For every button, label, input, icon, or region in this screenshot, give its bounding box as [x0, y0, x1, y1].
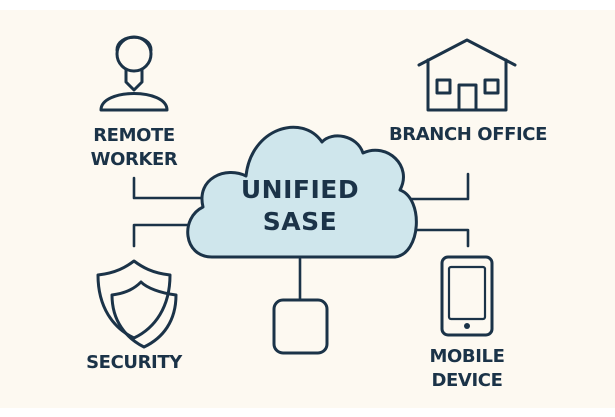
- diagram-panel: UNIFIED SASE REMOTE WORKER BRANCH OFFICE: [0, 10, 615, 408]
- security-label: SECURITY: [86, 352, 183, 373]
- house-icon: [417, 38, 517, 112]
- connector-mobile-device: [407, 228, 470, 248]
- smartphone-icon: [440, 255, 494, 337]
- connector-remote-worker: [132, 176, 204, 200]
- sase-diagram: UNIFIED SASE REMOTE WORKER BRANCH OFFICE: [0, 10, 615, 408]
- mobile-device-label-line2: DEVICE: [432, 370, 503, 391]
- rounded-square-icon: [272, 298, 329, 355]
- person-icon: [99, 35, 169, 112]
- connectors: [132, 172, 470, 302]
- remote-worker-label-line2: WORKER: [91, 149, 178, 170]
- cloud-label-line1: UNIFIED: [241, 175, 359, 204]
- cloud-icon: [186, 125, 418, 259]
- shield-icon: [96, 259, 178, 349]
- connector-branch-office: [403, 172, 470, 201]
- remote-worker-label-line1: REMOTE: [93, 125, 175, 146]
- branch-office-label: BRANCH OFFICE: [389, 124, 547, 145]
- cloud-label-line2: SASE: [263, 207, 337, 236]
- connector-security: [132, 223, 201, 248]
- mobile-device-label-line1: MOBILE: [430, 346, 505, 367]
